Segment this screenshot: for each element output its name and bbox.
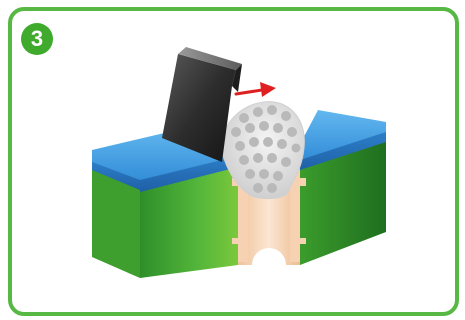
annular-ring-left-bottom (232, 238, 242, 244)
board-right-block (296, 110, 386, 265)
right-arrow-icon (236, 82, 276, 97)
annular-ring-right-bottom (296, 238, 306, 244)
annular-ring-right-top (296, 178, 306, 186)
